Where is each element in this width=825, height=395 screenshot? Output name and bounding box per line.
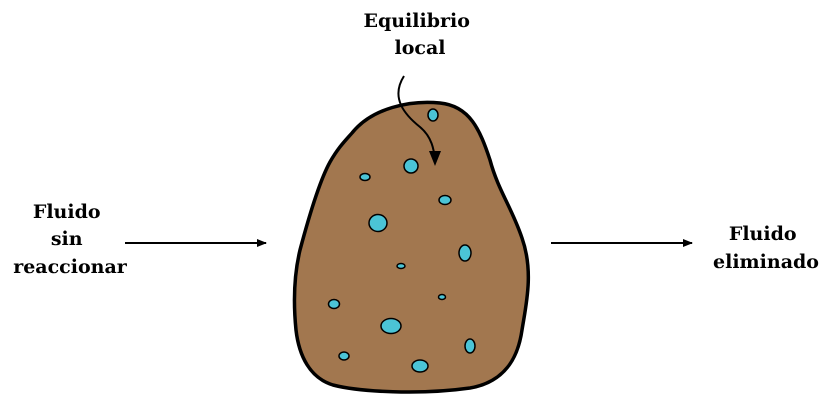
pore: [412, 360, 428, 372]
pore: [339, 352, 349, 360]
pore: [404, 159, 418, 173]
pore: [397, 264, 405, 269]
label-local-equilibrium-line: local: [395, 37, 446, 59]
label-unreacted-fluid-line: Fluido: [33, 201, 101, 223]
label-removed-fluid: Fluido eliminado: [713, 223, 819, 273]
pore: [428, 109, 438, 121]
pore: [381, 319, 401, 334]
label-unreacted-fluid-line: reaccionar: [13, 256, 128, 278]
label-removed-fluid-line: Fluido: [729, 223, 797, 245]
pore: [439, 196, 451, 205]
label-unreacted-fluid: Fluido sin reaccionar: [13, 201, 128, 278]
pore: [439, 295, 446, 300]
label-removed-fluid-line: eliminado: [713, 251, 819, 273]
pore: [369, 215, 387, 232]
pore: [465, 339, 475, 353]
label-local-equilibrium-line: Equilibrio: [363, 10, 469, 32]
label-local-equilibrium: Equilibrio local: [363, 10, 476, 59]
rock-grain: [294, 102, 528, 392]
pore: [459, 245, 471, 261]
pore: [360, 174, 370, 181]
label-unreacted-fluid-line: sin: [51, 228, 83, 250]
pore: [329, 300, 340, 309]
